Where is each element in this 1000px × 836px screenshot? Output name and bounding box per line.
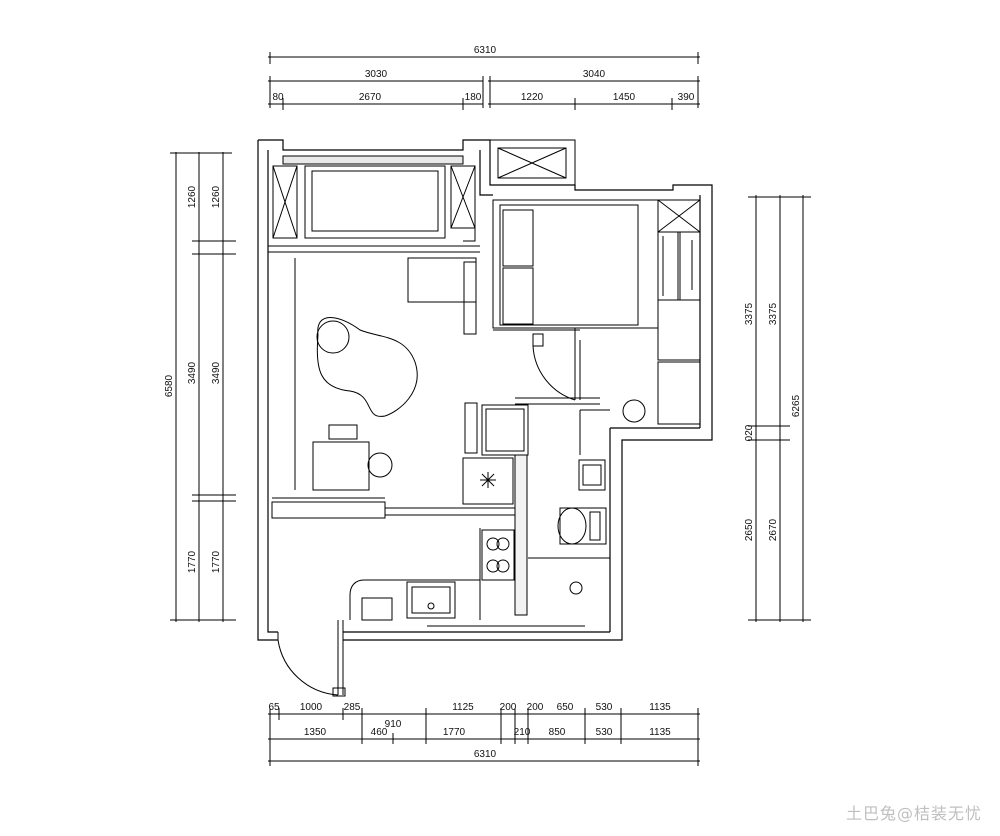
dim-left-seg: 1260 bbox=[211, 185, 222, 208]
dim-bottom-seg: 1135 bbox=[649, 727, 671, 738]
dim-bottom-seg: 200 bbox=[527, 702, 544, 713]
left-dimension-text: 6580 1260 1260 3490 3490 1770 1770 bbox=[164, 185, 222, 573]
dim-left-total: 6580 bbox=[164, 374, 175, 397]
balcony bbox=[489, 139, 576, 186]
dim-bottom-seg: 1770 bbox=[443, 727, 466, 738]
dim-bottom-seg: 530 bbox=[596, 727, 613, 738]
top-dimension-lines bbox=[268, 52, 700, 110]
dim-right-seg: 3375 bbox=[744, 302, 755, 325]
dim-bottom-seg: 285 bbox=[344, 702, 361, 713]
dim-left-seg: 3490 bbox=[211, 361, 222, 384]
dim-top-left: 3030 bbox=[365, 69, 388, 80]
dim-top-seg: 80 bbox=[272, 92, 284, 103]
dim-bottom-seg: 650 bbox=[557, 702, 574, 713]
dim-top-seg: 2670 bbox=[359, 92, 382, 103]
dim-top-right: 3040 bbox=[583, 69, 606, 80]
dim-right-total: 6265 bbox=[791, 394, 802, 417]
dim-top-total: 6310 bbox=[474, 45, 497, 56]
entrance-door bbox=[277, 620, 346, 697]
dim-top-seg: 1220 bbox=[521, 92, 544, 103]
dim-top-seg: 180 bbox=[465, 92, 482, 103]
kitchen bbox=[349, 528, 585, 627]
dim-left-seg: 1770 bbox=[187, 550, 198, 573]
dim-right-seg: 2650 bbox=[744, 518, 755, 541]
bottom-dimension-text: 65 1000 285 1125 200 200 650 530 1135 13… bbox=[268, 702, 671, 760]
dim-bottom-seg: 200 bbox=[500, 702, 517, 713]
dim-left-seg: 1770 bbox=[211, 550, 222, 573]
dim-bottom-seg: 460 bbox=[371, 727, 388, 738]
dim-bottom-seg: 1125 bbox=[452, 702, 474, 713]
top-dimension-text: 6310 3030 3040 80 2670 180 1220 1450 390 bbox=[272, 45, 694, 103]
dim-left-seg: 3490 bbox=[187, 361, 198, 384]
living-area bbox=[271, 257, 515, 519]
dim-bottom-seg: 910 bbox=[385, 719, 402, 730]
dim-bottom-seg: 1000 bbox=[300, 702, 323, 713]
dim-bottom-seg: 530 bbox=[596, 702, 613, 713]
dim-bottom-seg: 1135 bbox=[649, 702, 671, 713]
dim-bottom-seg: 210 bbox=[514, 727, 531, 738]
dim-bottom-seg: 850 bbox=[549, 727, 566, 738]
left-dimension-lines bbox=[170, 152, 236, 622]
dim-bottom-seg: 65 bbox=[268, 702, 280, 713]
bottom-dimension-lines bbox=[268, 708, 700, 766]
dim-left-seg: 1260 bbox=[187, 185, 198, 208]
hallway-storage bbox=[462, 397, 600, 505]
dim-right-seg: 2670 bbox=[768, 518, 779, 541]
dim-bottom-seg: 1350 bbox=[304, 727, 327, 738]
bedroom-right bbox=[492, 199, 701, 425]
right-dimension-lines bbox=[748, 195, 811, 622]
dim-right-seg: 020 bbox=[744, 424, 755, 441]
bathroom bbox=[514, 409, 610, 616]
dim-bottom-total: 6310 bbox=[474, 749, 497, 760]
watermark: 土巴兔@桔装无忧 bbox=[845, 804, 982, 823]
outer-walls bbox=[257, 139, 713, 641]
dim-top-seg: 390 bbox=[678, 92, 695, 103]
right-dimension-text: 3375 3375 020 2650 2670 6265 bbox=[744, 302, 802, 541]
dim-top-seg: 1450 bbox=[613, 92, 636, 103]
dim-right-seg: 3375 bbox=[768, 302, 779, 325]
bedroom-left bbox=[268, 155, 480, 253]
